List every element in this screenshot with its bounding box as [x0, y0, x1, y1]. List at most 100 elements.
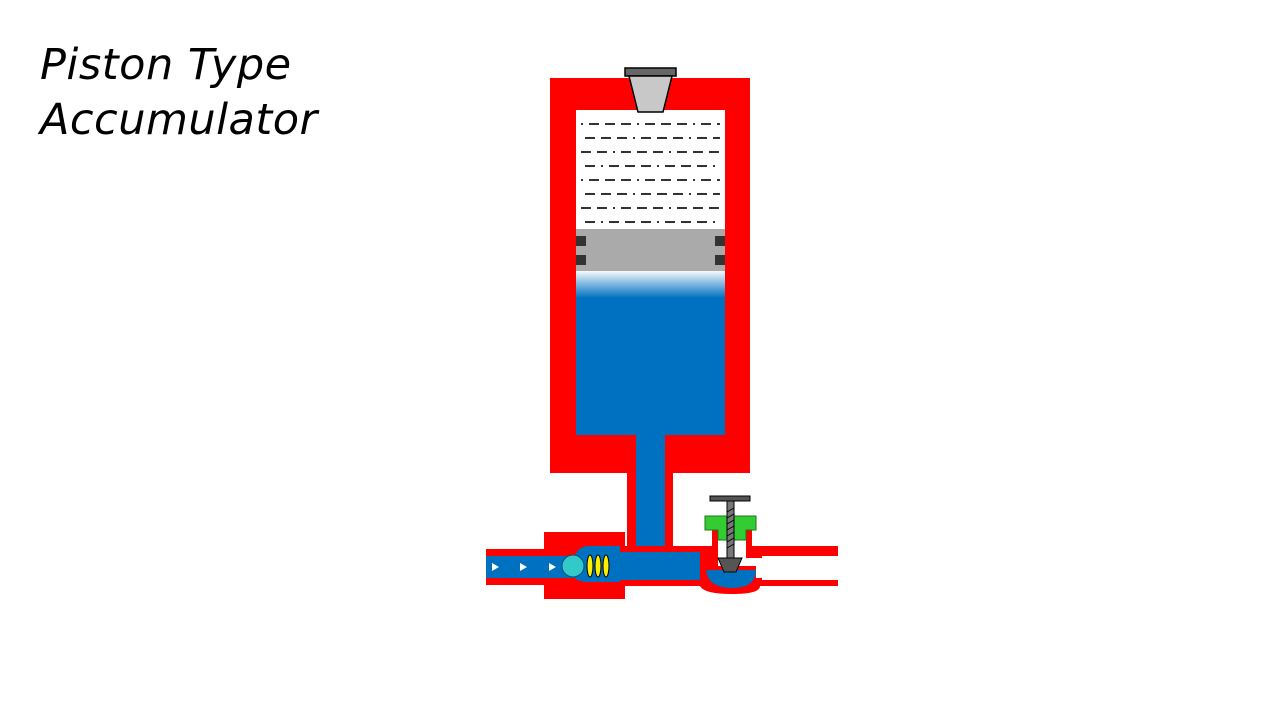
gas-dash	[681, 221, 691, 223]
gas-dash	[657, 137, 667, 139]
gas-dash	[585, 193, 595, 195]
piston	[576, 229, 725, 271]
gas-dash	[601, 221, 603, 223]
gas-dash	[613, 207, 615, 209]
flow-arrow-3	[549, 563, 556, 571]
gas-dash	[657, 193, 667, 195]
flow-arrow-1	[492, 563, 499, 571]
gas-dash	[701, 123, 711, 125]
gas-dash	[581, 179, 583, 181]
gas-dash	[641, 221, 651, 223]
gas-dash	[581, 123, 583, 125]
gas-dash	[673, 193, 683, 195]
gas-dash	[585, 221, 595, 223]
main-line-fluid	[620, 552, 706, 580]
gas-dash	[617, 193, 627, 195]
gas-dash	[665, 165, 675, 167]
gas-dash	[717, 179, 720, 181]
gas-pressure-dashes	[581, 123, 720, 223]
title-line-1: Piston Type	[40, 40, 292, 90]
gas-dash	[709, 207, 719, 209]
gas-dash	[613, 151, 615, 153]
check-valve-spring	[586, 554, 610, 578]
gas-dash	[605, 123, 615, 125]
gas-dash	[617, 137, 627, 139]
gas-dash	[677, 123, 687, 125]
gas-charging-plug	[624, 67, 677, 113]
gas-dash	[677, 151, 687, 153]
title-line-2: Accumulator	[40, 95, 318, 145]
gas-dash	[641, 165, 651, 167]
gas-dash	[653, 207, 663, 209]
gas-dash	[673, 137, 683, 139]
gas-dash	[681, 165, 691, 167]
gas-dash	[713, 221, 715, 223]
gas-dash	[609, 165, 619, 167]
check-ball	[561, 554, 585, 578]
gas-dash	[665, 221, 675, 223]
valve-handle[interactable]	[709, 495, 751, 502]
gas-dash	[637, 123, 639, 125]
slide-title: Piston Type Accumulator	[40, 38, 318, 148]
gas-dash	[689, 137, 691, 139]
gas-dash	[585, 137, 595, 139]
gas-dash	[693, 207, 703, 209]
gas-dash	[717, 123, 720, 125]
gas-dash	[713, 137, 720, 139]
gas-dash	[633, 137, 635, 139]
piston-seals	[576, 236, 725, 265]
gas-dash	[701, 179, 711, 181]
fluid-gradient-layer	[576, 270, 725, 298]
gas-dash	[621, 151, 631, 153]
gas-dash	[641, 193, 651, 195]
gas-dash	[581, 207, 591, 209]
gas-dash	[633, 193, 635, 195]
gas-dash	[709, 151, 719, 153]
gas-dash	[657, 165, 659, 167]
shutoff-valve-cavity	[718, 540, 838, 578]
gas-dash	[589, 123, 599, 125]
gas-dash	[589, 179, 599, 181]
gas-dash	[597, 151, 607, 153]
gas-dash	[621, 179, 631, 181]
gas-dash	[609, 221, 619, 223]
gas-dash	[637, 151, 647, 153]
flow-arrow-2	[520, 563, 527, 571]
gas-dash	[677, 179, 687, 181]
gas-dash	[621, 123, 631, 125]
valve-seat-fluid	[706, 570, 756, 588]
gas-dash	[661, 179, 671, 181]
gas-dash	[669, 151, 671, 153]
valve-plug	[717, 557, 743, 573]
gas-dash	[581, 151, 591, 153]
gas-dash	[645, 123, 655, 125]
gas-dash	[689, 193, 691, 195]
chamber-fluid	[576, 296, 725, 435]
gas-dash	[585, 165, 595, 167]
gas-dash	[601, 193, 611, 195]
stem-threads	[726, 507, 735, 549]
gas-dash	[693, 123, 695, 125]
gas-dash	[693, 151, 703, 153]
gas-dash	[693, 179, 695, 181]
gas-dash	[661, 123, 671, 125]
gas-dash	[625, 221, 635, 223]
gas-dash	[697, 137, 707, 139]
gas-dash	[645, 179, 655, 181]
gas-dash	[653, 151, 663, 153]
gas-dash	[621, 207, 631, 209]
gas-dash	[641, 137, 651, 139]
gas-dash	[605, 179, 615, 181]
gas-dash	[625, 165, 635, 167]
flow-arrows	[492, 563, 556, 571]
gas-dash	[713, 165, 715, 167]
gas-dash	[713, 193, 720, 195]
gas-dash	[637, 179, 639, 181]
gas-dash	[697, 193, 707, 195]
gas-dash	[637, 207, 647, 209]
gas-dash	[601, 137, 611, 139]
gas-dash	[697, 165, 707, 167]
gas-dash	[597, 207, 607, 209]
